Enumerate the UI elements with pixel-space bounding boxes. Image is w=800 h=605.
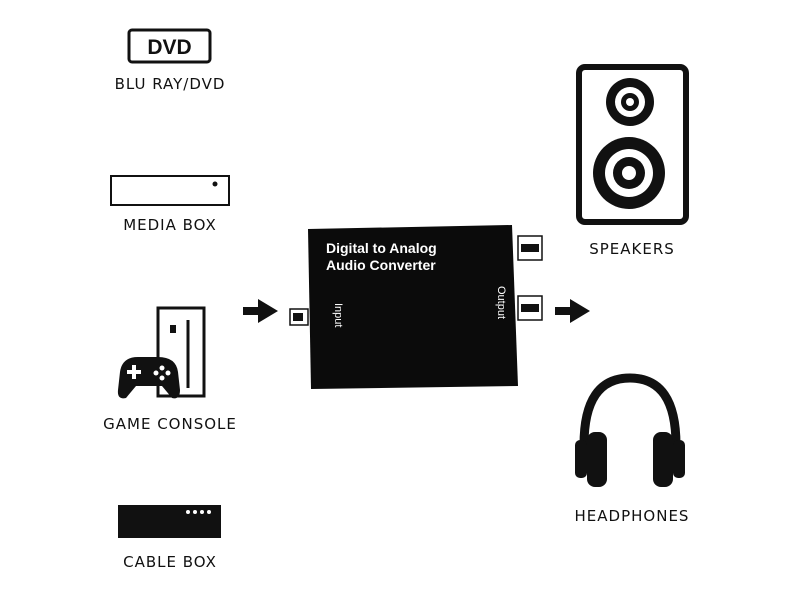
input-port-label: Input xyxy=(332,303,344,327)
headphones-icon xyxy=(575,373,685,487)
media-box-icon xyxy=(110,175,230,206)
optical-input-port-icon xyxy=(289,308,309,326)
speaker-icon xyxy=(576,64,689,225)
output-label-speakers: SPEAKERS xyxy=(589,240,675,258)
cable-box-icon xyxy=(118,505,221,538)
rca-output-port-bottom-icon xyxy=(517,295,543,321)
rca-output-port-top-icon xyxy=(517,235,543,261)
dvd-icon: DVD xyxy=(127,28,212,64)
converter-title-line2: Audio Converter xyxy=(326,257,436,273)
source-label-blu-ray-dvd: BLU RAY/DVD xyxy=(114,75,226,93)
game-console-icon xyxy=(117,306,206,399)
output-port-label: Output xyxy=(495,286,507,319)
source-label-game-console: GAME CONSOLE xyxy=(103,415,237,433)
output-label-headphones: HEADPHONES xyxy=(574,507,690,525)
converter-title-line1: Digital to Analog xyxy=(326,240,437,256)
source-label-cable-box: CABLE BOX xyxy=(123,553,217,571)
input-arrow-icon xyxy=(243,299,278,323)
output-arrow-icon xyxy=(555,299,590,323)
dvd-icon-text: DVD xyxy=(147,36,191,59)
source-label-media-box: MEDIA BOX xyxy=(123,216,217,234)
converter-device: Digital to Analog Audio Converter Input … xyxy=(308,225,518,389)
